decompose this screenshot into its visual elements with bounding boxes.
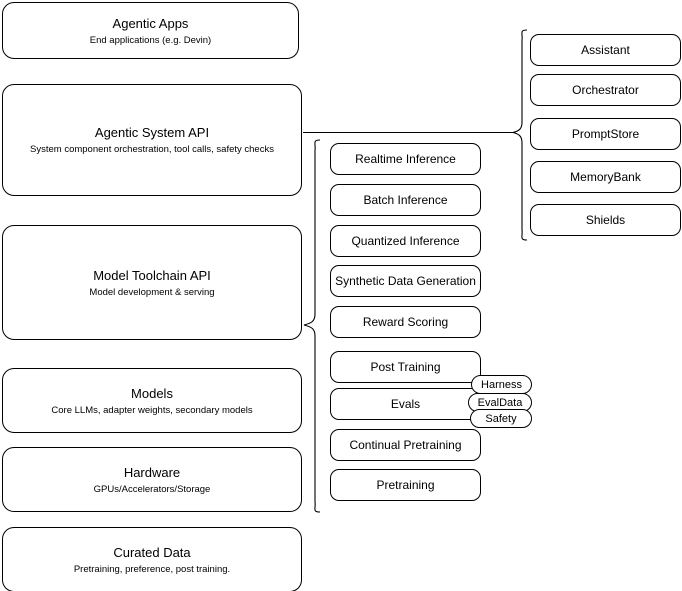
evals-subcomponent-harness[interactable]: Harness: [471, 375, 532, 394]
agentic-system-item-assistant[interactable]: Assistant: [530, 34, 681, 66]
evals-subcomponent-safety[interactable]: Safety: [470, 409, 532, 428]
toolchain-item-post-training[interactable]: Post Training: [330, 351, 481, 383]
layer-subtitle: Pretraining, preference, post training.: [73, 563, 231, 575]
agentic-system-components-brace: [512, 29, 528, 241]
layer-title: Models: [131, 385, 173, 401]
layer-title: Agentic System API: [94, 125, 210, 140]
layer-subtitle: Model development & serving: [89, 286, 215, 298]
layer-box-agentic-system-api[interactable]: Agentic System API System component orch…: [2, 84, 302, 196]
layer-box-curated-data[interactable]: Curated Data Pretraining, preference, po…: [2, 527, 302, 591]
layer-subtitle: End applications (e.g. Devin): [89, 34, 212, 46]
toolchain-item-quantized-inference[interactable]: Quantized Inference: [330, 225, 481, 257]
layer-box-agentic-apps[interactable]: Agentic Apps End applications (e.g. Devi…: [2, 2, 299, 59]
layer-subtitle: System component orchestration, tool cal…: [30, 144, 274, 155]
layer-title: Agentic Apps: [112, 15, 189, 31]
toolchain-item-continual-pretraining[interactable]: Continual Pretraining: [330, 429, 481, 461]
toolchain-item-reward-scoring[interactable]: Reward Scoring: [330, 306, 481, 338]
layer-box-hardware[interactable]: Hardware GPUs/Accelerators/Storage: [2, 447, 302, 512]
toolchain-item-evals[interactable]: Evals: [330, 388, 481, 420]
layer-subtitle: GPUs/Accelerators/Storage: [93, 483, 211, 495]
agentic-system-item-memorybank[interactable]: MemoryBank: [530, 161, 681, 193]
layer-box-model-toolchain-api[interactable]: Model Toolchain API Model development & …: [2, 225, 302, 340]
toolchain-components-brace: [303, 139, 321, 513]
layer-title: Curated Data: [113, 544, 191, 560]
toolchain-item-pretraining[interactable]: Pretraining: [330, 469, 481, 501]
toolchain-item-synthetic-data-generation[interactable]: Synthetic Data Generation: [330, 265, 481, 297]
toolchain-item-batch-inference[interactable]: Batch Inference: [330, 184, 481, 216]
layer-title: Model Toolchain API: [93, 267, 211, 283]
layer-title: Hardware: [123, 464, 181, 480]
agentic-system-item-shields[interactable]: Shields: [530, 204, 681, 236]
layer-subtitle: Core LLMs, adapter weights, secondary mo…: [51, 404, 253, 416]
toolchain-item-realtime-inference[interactable]: Realtime Inference: [330, 143, 481, 175]
layer-box-models[interactable]: Models Core LLMs, adapter weights, secon…: [2, 368, 302, 433]
agentic-system-item-promptstore[interactable]: PromptStore: [530, 118, 681, 150]
agentic-system-item-orchestrator[interactable]: Orchestrator: [530, 74, 681, 106]
